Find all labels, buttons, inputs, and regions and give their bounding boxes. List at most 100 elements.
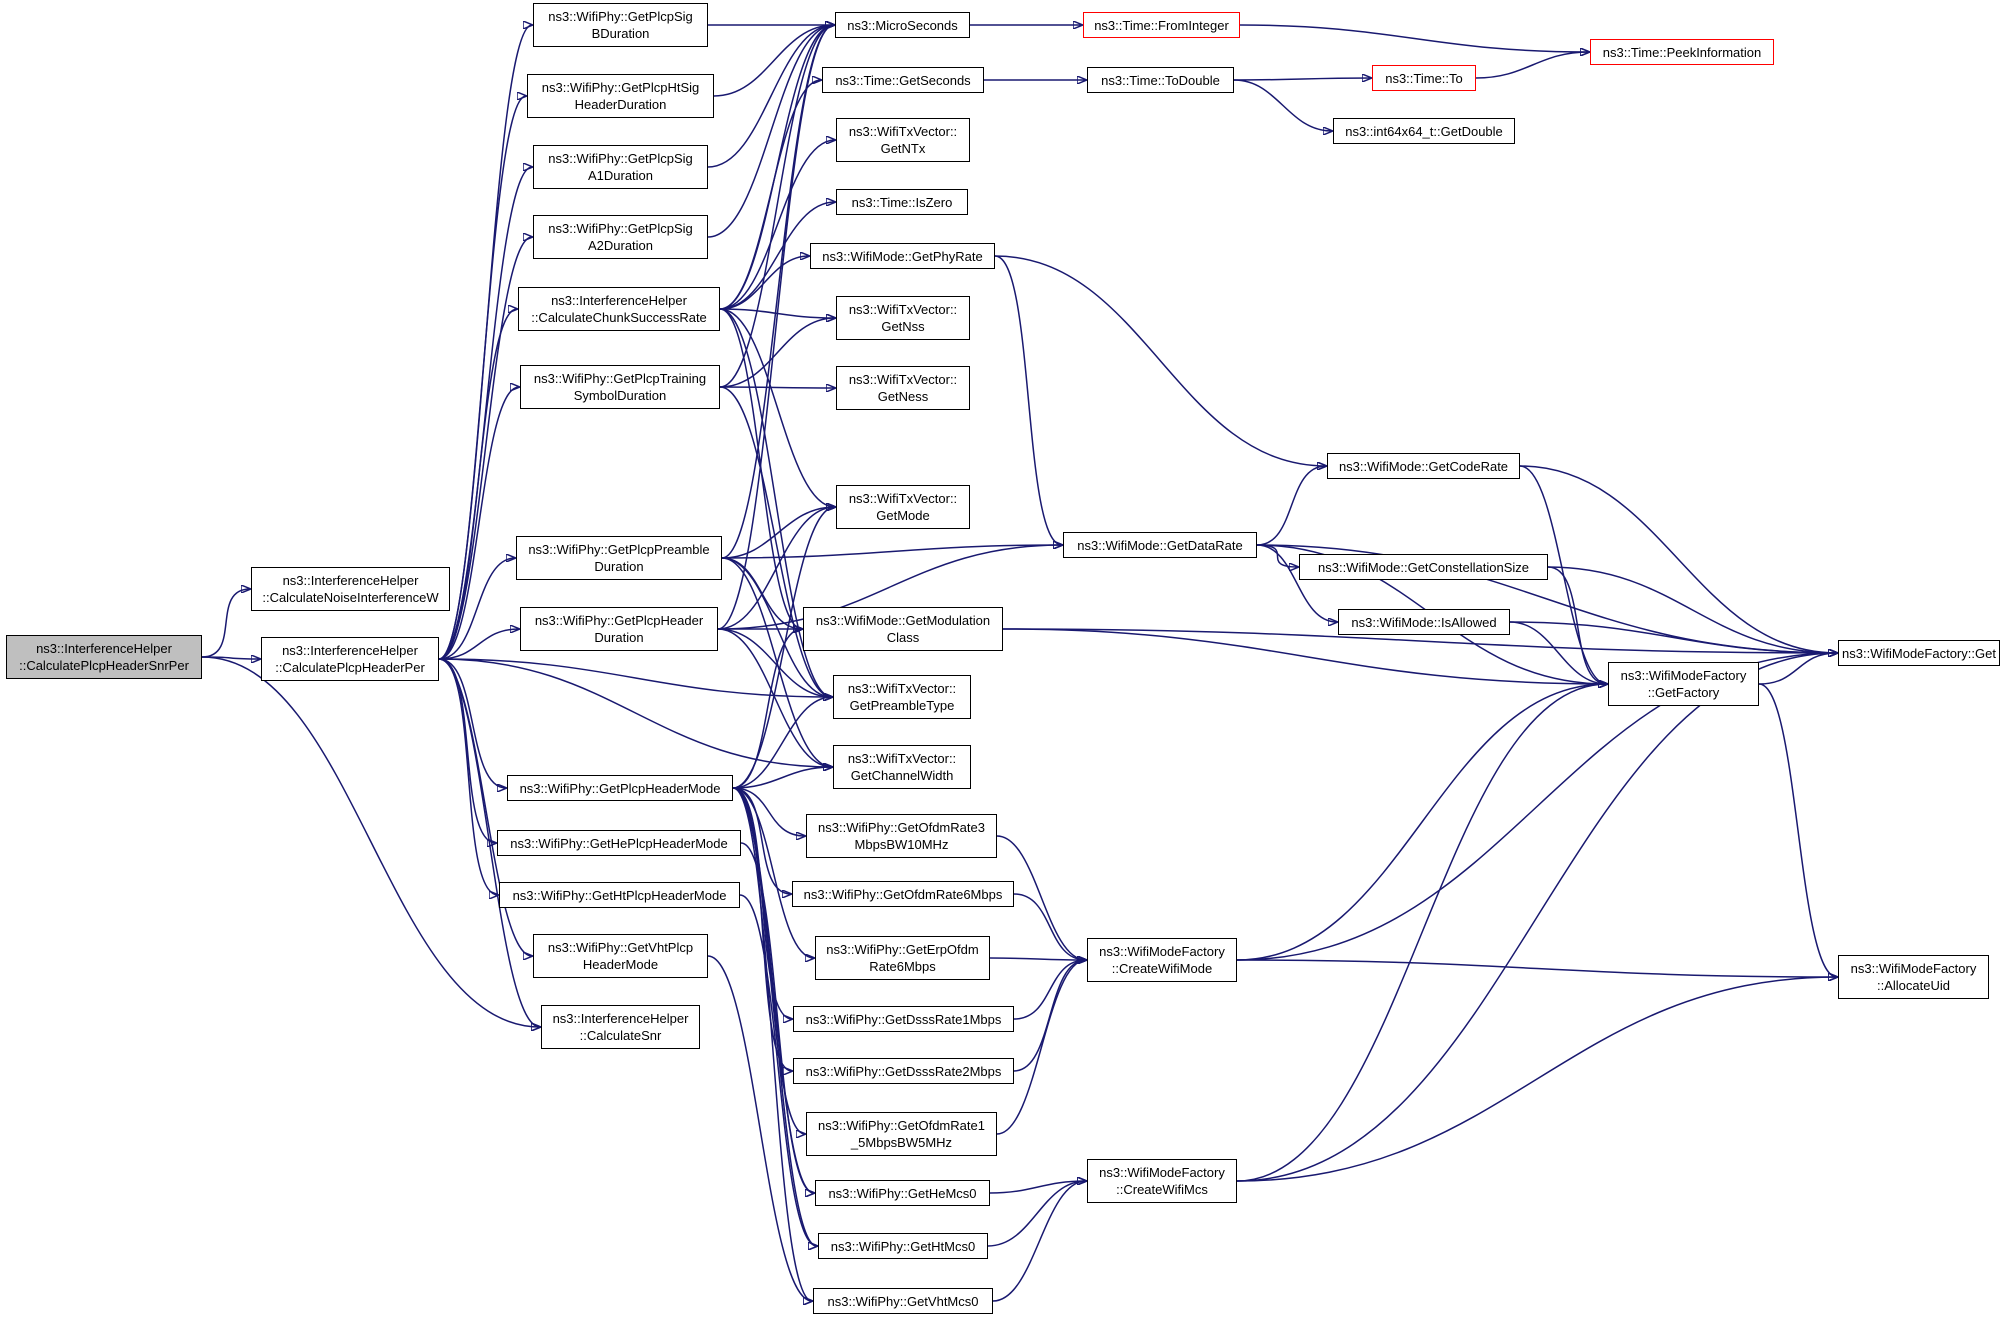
call-edge-calc_header_per-to-vht_header_mode (438, 658, 532, 956)
call-edge-is_allowed-to-factory_get (1509, 621, 1837, 653)
node-label-line: ns3::InterferenceHelper (282, 643, 418, 658)
node-get-ht-mcs0[interactable]: ns3::WifiPhy::GetHtMcs0 (818, 1233, 988, 1259)
node-label-line: MbpsBW10MHz (854, 837, 949, 852)
node-label-line: ::CalculatePlcpHeaderSnrPer (19, 658, 189, 673)
node-label-line: ns3::WifiMode::GetCodeRate (1338, 458, 1509, 474)
node-wifi-mode-factory-get[interactable]: ns3::WifiModeFactory::Get (1838, 640, 2000, 666)
call-edge-root-to-calc_noise (201, 589, 250, 658)
node-label-line: ::CalculateNoiseInterferenceW (262, 590, 439, 605)
node-wifi-mode-get-code-rate[interactable]: ns3::WifiMode::GetCodeRate (1327, 453, 1520, 479)
node-label-line: HeaderMode (582, 957, 659, 972)
call-edge-chunk-to-get_seconds (719, 80, 821, 310)
call-edge-ht_mcs0-to-create_mcs (987, 1181, 1086, 1247)
node-time-get-seconds[interactable]: ns3::Time::GetSeconds (822, 67, 984, 93)
node-get-ht-plcp-header-mode[interactable]: ns3::WifiPhy::GetHtPlcpHeaderMode (499, 882, 740, 908)
node-get-he-mcs0[interactable]: ns3::WifiPhy::GetHeMcs0 (815, 1180, 990, 1206)
node-label-line: ::CalculateChunkSuccessRate (531, 310, 707, 325)
node-label-line: ns3::WifiPhy::GetErpOfdm (826, 942, 979, 957)
node-wifi-mode-get-data-rate[interactable]: ns3::WifiMode::GetDataRate (1063, 532, 1257, 558)
node-label-line: ns3::WifiPhy::GetVhtMcs0 (827, 1293, 979, 1309)
node-label-line: ns3::WifiPhy::GetOfdmRate3 (818, 820, 985, 835)
call-edge-chunk-to-get_mode (719, 308, 835, 507)
node-label-line: GetChannelWidth (850, 768, 954, 783)
node-int64x64-get-double[interactable]: ns3::int64x64_t::GetDouble (1333, 118, 1515, 144)
call-edge-calc_header_per-to-preamble (438, 558, 515, 660)
node-wifi-mode-factory-get-factory[interactable]: ns3::WifiModeFactory::GetFactory (1608, 662, 1759, 706)
call-edge-calc_header_per-to-channel_width (438, 658, 832, 767)
node-label-line: ::CalculateSnr (579, 1028, 662, 1043)
call-edge-to_double-to-int64_double (1233, 79, 1332, 131)
node-calculate-chunk-success-rate[interactable]: ns3::InterferenceHelper::CalculateChunkS… (518, 287, 720, 331)
node-time-is-zero[interactable]: ns3::Time::IsZero (836, 189, 968, 215)
node-label-line: ns3::WifiTxVector:: (848, 302, 958, 317)
call-edge-constellation-to-get_factory (1547, 566, 1607, 684)
node-tx-vector-get-preamble-type[interactable]: ns3::WifiTxVector::GetPreambleType (833, 675, 971, 719)
node-label-line: SymbolDuration (573, 388, 667, 403)
call-edge-vht_header_mode-to-vht_mcs0 (707, 955, 812, 1301)
node-tx-vector-get-mode[interactable]: ns3::WifiTxVector::GetMode (836, 485, 970, 529)
call-edge-create_mode-to-get_factory (1236, 684, 1607, 961)
node-wifi-mode-is-allowed[interactable]: ns3::WifiMode::IsAllowed (1338, 609, 1510, 635)
call-edge-header_mode-to-ofdm3 (732, 787, 805, 836)
node-tx-vector-get-ntx[interactable]: ns3::WifiTxVector::GetNTx (836, 118, 970, 162)
call-edge-data_rate-to-code_rate (1256, 466, 1326, 546)
call-edge-header_mode-to-ofdm6 (732, 787, 791, 894)
node-tx-vector-get-ness[interactable]: ns3::WifiTxVector::GetNess (836, 366, 970, 410)
node-calculate-snr[interactable]: ns3::InterferenceHelper::CalculateSnr (541, 1005, 700, 1049)
node-label-line: ns3::WifiPhy::GetHtPlcpHeaderMode (512, 887, 727, 903)
node-calculate-noise-interference-w[interactable]: ns3::InterferenceHelper::CalculateNoiseI… (251, 567, 450, 611)
call-edge-data_rate-to-is_allowed (1256, 544, 1337, 622)
node-wifi-mode-factory-allocate-uid[interactable]: ns3::WifiModeFactory::AllocateUid (1838, 955, 1989, 999)
call-edge-header_dur-to-channel_width (717, 628, 832, 767)
node-time-to-double[interactable]: ns3::Time::ToDouble (1087, 67, 1234, 93)
node-time-to[interactable]: ns3::Time::To (1372, 65, 1476, 91)
node-label-line: ns3::WifiPhy::GetPlcpHtSig (541, 80, 700, 95)
node-time-from-integer[interactable]: ns3::Time::FromInteger (1083, 12, 1240, 38)
node-get-vht-mcs0[interactable]: ns3::WifiPhy::GetVhtMcs0 (813, 1288, 993, 1314)
node-label-line: ns3::WifiTxVector:: (847, 751, 957, 766)
call-edge-sig_a1-to-microseconds (707, 25, 834, 168)
node-micro-seconds[interactable]: ns3::MicroSeconds (835, 12, 970, 38)
node-label-line: ns3::WifiMode::IsAllowed (1351, 614, 1497, 630)
node-label-line: ns3::WifiTxVector:: (848, 372, 958, 387)
node-time-peek-information[interactable]: ns3::Time::PeekInformation (1590, 39, 1774, 65)
node-get-ofdm-rate-1-5mbps-bw5mhz[interactable]: ns3::WifiPhy::GetOfdmRate1_5MbpsBW5MHz (806, 1112, 997, 1156)
node-label-line: ns3::WifiPhy::GetDsssRate2Mbps (805, 1063, 1002, 1079)
node-label-line: GetNess (877, 389, 929, 404)
call-edge-training-to-get_nss (719, 318, 835, 388)
node-label-line: ns3::InterferenceHelper (552, 1011, 689, 1026)
call-edge-data_rate-to-constellation (1256, 544, 1298, 567)
node-label-line: ns3::WifiPhy::GetPlcpTraining (533, 371, 707, 386)
node-get-ofdm-rate-6mbps[interactable]: ns3::WifiPhy::GetOfdmRate6Mbps (792, 881, 1014, 907)
node-label-line: ns3::WifiModeFactory (1620, 668, 1747, 683)
call-edge-phy_rate-to-data_rate (994, 255, 1062, 545)
call-edge-code_rate-to-factory_get (1519, 465, 1837, 653)
node-get-plcp-header-mode[interactable]: ns3::WifiPhy::GetPlcpHeaderMode (507, 775, 733, 801)
node-wifi-mode-factory-create-wifi-mcs[interactable]: ns3::WifiModeFactory::CreateWifiMcs (1087, 1159, 1237, 1203)
call-edge-header_dur-to-microseconds (717, 25, 834, 630)
node-get-dsss-rate-1mbps[interactable]: ns3::WifiPhy::GetDsssRate1Mbps (793, 1006, 1014, 1032)
call-edge-ht_sig-to-microseconds (713, 25, 834, 97)
node-wifi-mode-factory-create-wifi-mode[interactable]: ns3::WifiModeFactory::CreateWifiMode (1087, 938, 1237, 982)
node-tx-vector-get-nss[interactable]: ns3::WifiTxVector::GetNss (836, 296, 970, 340)
node-wifi-mode-get-constellation-size[interactable]: ns3::WifiMode::GetConstellationSize (1299, 554, 1548, 580)
node-label-line: ns3::WifiPhy::GetPlcpSig (548, 151, 693, 166)
node-get-dsss-rate-2mbps[interactable]: ns3::WifiPhy::GetDsssRate2Mbps (793, 1058, 1014, 1084)
node-get-he-plcp-header-mode[interactable]: ns3::WifiPhy::GetHePlcpHeaderMode (497, 830, 741, 856)
node-label-line: Class (886, 630, 920, 645)
node-wifi-mode-get-phy-rate[interactable]: ns3::WifiMode::GetPhyRate (810, 243, 995, 269)
node-tx-vector-get-channel-width[interactable]: ns3::WifiTxVector::GetChannelWidth (833, 745, 971, 789)
node-calculate-plcp-header-per[interactable]: ns3::InterferenceHelper::CalculatePlcpHe… (261, 637, 439, 681)
call-edge-erp6-to-create_mode (989, 958, 1086, 960)
